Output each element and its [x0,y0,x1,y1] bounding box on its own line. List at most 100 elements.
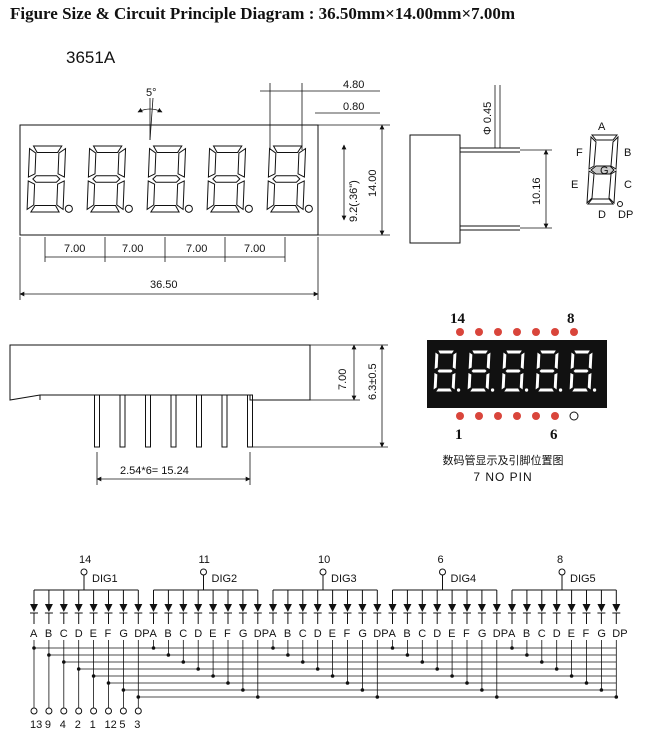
bottom-pins [94,394,253,448]
diode-icon [104,604,113,612]
pin-dot [494,328,502,336]
display-digits [432,349,598,393]
pin-dot [532,328,540,336]
diode-icon [224,604,232,612]
diode-icon [373,604,382,612]
diode-icon [477,604,486,612]
pin-number: 12 [105,719,117,731]
decimal-point [591,387,598,393]
diode-icon [403,604,412,612]
diode-icon [492,604,501,612]
pin-number: 5 [119,719,125,731]
legend-seg-b: B [624,147,631,159]
segment-e [86,180,96,211]
segment-label: B [523,628,530,640]
segment-b [177,147,187,178]
pin-terminal [75,707,83,715]
segment-label: C [418,628,426,640]
segment-a [470,349,490,355]
segment-f [267,147,277,178]
segment-label: B [284,628,291,640]
pin-dot [570,328,578,336]
segment-a [504,349,524,355]
pin-lead [145,394,151,448]
segment-a [32,145,63,153]
segment-e [568,371,575,392]
diode-icon [597,604,606,612]
diode-icon [567,604,576,612]
segment-b [553,350,560,371]
segment-f [87,147,97,178]
segment-d [570,387,590,393]
segment-c [56,180,65,211]
segment-label: B [403,628,410,640]
segment-label: G [597,628,606,640]
pin-position-view: 14 8 1 6 [427,311,607,443]
segment-e [26,180,36,211]
dim-pin-length: 6.3±0.5 [367,363,379,400]
common-terminal [558,568,566,576]
missing-pin [569,411,579,421]
segment-b [485,350,492,371]
segment-label: C [538,628,546,640]
segment-label: C [299,628,307,640]
pin-terminal [60,707,68,715]
front-digit [86,145,133,213]
segment-label: F [105,628,112,640]
segment-label: D [553,628,561,640]
segment-label: D [75,628,83,640]
legend-seg-c: C [624,179,632,191]
pin-terminal [105,707,112,715]
segment-g [538,368,556,374]
segment-e [534,371,541,392]
segment-d [434,387,454,393]
pin-dot [456,412,464,420]
pin-lead [221,394,228,448]
segment-c [116,180,125,211]
dim-height: 14.00 [367,169,379,197]
digit-name: DIG1 [92,573,118,585]
digit-name: DIG3 [331,573,357,585]
dim-tilt: 5° [146,87,157,99]
pin-number: 13 [30,719,42,731]
display-digit [500,349,530,393]
segment-c [450,371,457,392]
dim-pitch-1: 7.00 [64,243,85,255]
bottom-view: 7.00 6.3±0.5 2.54*6= 15.24 [9,344,388,485]
digit-name: DIG4 [451,573,477,585]
segment-label: A [150,628,158,640]
pin-terminal [45,707,53,715]
segment-label: E [209,628,216,640]
diode-icon [238,604,247,612]
diode-icon [537,604,546,612]
segment-e [500,371,507,392]
segment-label: G [119,628,128,640]
legend-seg-d: D [598,209,606,221]
segment-a [272,145,303,153]
pin-number: 2 [75,719,81,731]
diode-icon [74,604,83,612]
segment-c [176,180,185,211]
pin-lead [247,394,253,448]
common-terminal [439,568,446,576]
diode-icon [522,604,531,612]
segment-c [518,371,525,392]
segment-label: DP [373,628,388,640]
diode-icon [194,604,203,612]
segment-e [432,371,439,392]
legend-seg-g: G [600,165,609,177]
decimal-point [184,204,193,213]
segment-b [237,147,247,178]
legend-seg-a: A [598,121,606,133]
diode-icon [552,604,561,612]
segment-d [89,205,120,213]
segment-label: A [269,628,277,640]
diode-icon [388,604,397,612]
pin-label-14: 14 [450,311,466,327]
diode-icon [313,604,322,612]
segment-b [297,147,307,178]
legend-seg-e: E [571,179,578,191]
digit-name: DIG2 [212,573,238,585]
pin-label-8: 8 [567,311,575,327]
